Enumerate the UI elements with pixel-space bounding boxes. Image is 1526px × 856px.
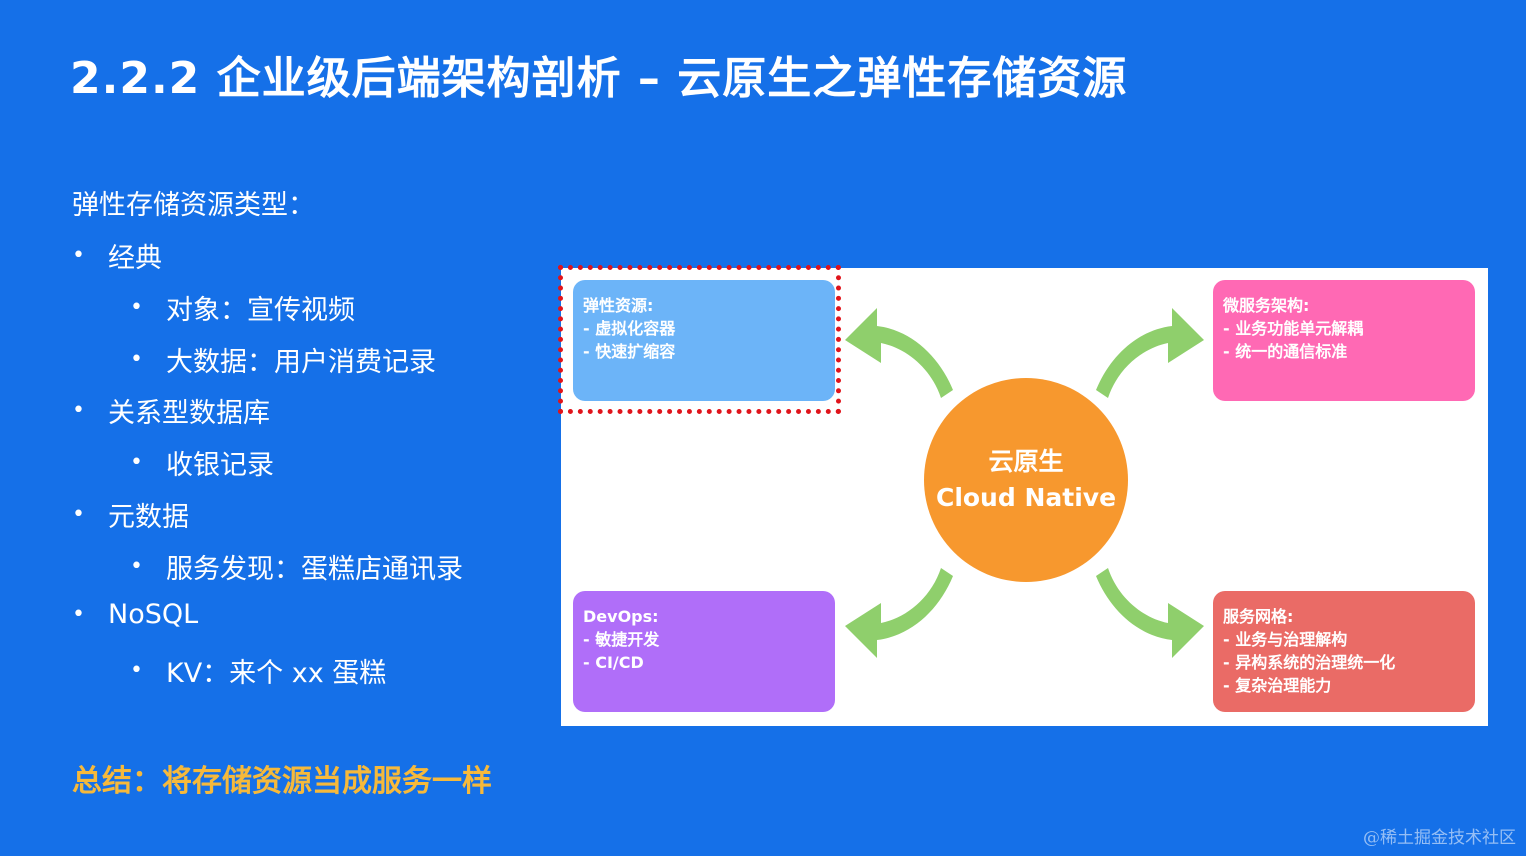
summary-text: 总结：将存储资源当成服务一样 bbox=[72, 764, 492, 799]
arrow-to-micro-icon bbox=[1096, 308, 1204, 398]
highlight-dashed-frame bbox=[558, 265, 841, 414]
subtitle: 弹性存储资源类型： bbox=[72, 190, 315, 221]
bullet-icon: • bbox=[72, 243, 85, 268]
list-item-text: 收银记录 bbox=[166, 450, 274, 481]
list-item: • 元数据 bbox=[72, 495, 189, 534]
list-item: • 大数据：用户消费记录 bbox=[130, 340, 436, 379]
list-item: • KV：来个 xx 蛋糕 bbox=[130, 651, 386, 690]
center-label-en: Cloud Native bbox=[935, 483, 1117, 512]
arrow-to-devops-icon bbox=[845, 568, 953, 658]
list-item: • 对象：宣传视频 bbox=[130, 288, 355, 327]
bullet-icon: • bbox=[72, 502, 85, 527]
service-mesh-box: 服务网格: - 业务与治理解构 - 异构系统的治理统一化 - 复杂治理能力 bbox=[1213, 591, 1475, 712]
cloud-native-circle: 云原生 Cloud Native bbox=[924, 378, 1128, 582]
box-title: 弹性资源: bbox=[583, 296, 654, 315]
box-line: - 统一的通信标准 bbox=[1223, 342, 1348, 361]
bullet-icon: • bbox=[130, 554, 143, 579]
list-item-text: 关系型数据库 bbox=[108, 398, 270, 429]
box-line: - 复杂治理能力 bbox=[1223, 676, 1332, 695]
box-title: 服务网格: bbox=[1223, 607, 1294, 626]
bullet-icon: • bbox=[130, 347, 143, 372]
elastic-resource-box: 弹性资源: - 虚拟化容器 - 快速扩缩容 bbox=[573, 280, 835, 401]
list-item-text: 大数据：用户消费记录 bbox=[166, 347, 436, 378]
box-line: - 虚拟化容器 bbox=[583, 319, 676, 338]
bullet-icon: • bbox=[72, 398, 85, 423]
devops-box: DevOps: - 敏捷开发 - CI/CD bbox=[573, 591, 835, 712]
list-item-text: KV：来个 xx 蛋糕 bbox=[166, 658, 387, 689]
list-item-text: 服务发现：蛋糕店通讯录 bbox=[166, 554, 463, 585]
list-item-text: 经典 bbox=[108, 243, 162, 274]
arrow-to-mesh-icon bbox=[1096, 568, 1204, 658]
list-item: • 经典 bbox=[72, 236, 162, 275]
bullet-icon: • bbox=[130, 450, 143, 475]
center-label-cn: 云原生 bbox=[988, 447, 1064, 476]
arrow-to-elastic-icon bbox=[845, 308, 953, 398]
box-line: - 敏捷开发 bbox=[583, 630, 660, 649]
watermark: @稀土掘金技术社区 bbox=[1363, 828, 1516, 848]
list-item: • 服务发现：蛋糕店通讯录 bbox=[130, 547, 463, 586]
bullet-icon: • bbox=[130, 658, 143, 683]
microservice-box: 微服务架构: - 业务功能单元解耦 - 统一的通信标准 bbox=[1213, 280, 1475, 401]
arrows-graphic bbox=[845, 308, 1204, 658]
box-line: - 业务与治理解构 bbox=[1223, 630, 1348, 649]
list-item-text: NoSQL bbox=[108, 599, 199, 630]
list-item-text: 元数据 bbox=[108, 502, 189, 533]
cloud-native-diagram: 弹性资源: - 虚拟化容器 - 快速扩缩容 微服务架构: - 业务功能单元解耦 … bbox=[558, 265, 1488, 726]
box-line: - 快速扩缩容 bbox=[583, 342, 676, 361]
list-item: • 关系型数据库 bbox=[72, 391, 270, 430]
box-line: - 异构系统的治理统一化 bbox=[1223, 653, 1396, 672]
bullet-icon: • bbox=[72, 602, 85, 627]
bullet-icon: • bbox=[130, 295, 143, 320]
box-line: - 业务功能单元解耦 bbox=[1223, 319, 1364, 338]
box-title: 微服务架构: bbox=[1223, 296, 1310, 315]
slide-title: 2.2.2 企业级后端架构剖析 – 云原生之弹性存储资源 bbox=[70, 53, 1128, 104]
list-item: • NoSQL bbox=[72, 599, 198, 630]
list-item-text: 对象：宣传视频 bbox=[166, 295, 355, 326]
box-title: DevOps: bbox=[583, 607, 659, 626]
box-line: - CI/CD bbox=[583, 653, 644, 672]
list-item: • 收银记录 bbox=[130, 443, 274, 482]
